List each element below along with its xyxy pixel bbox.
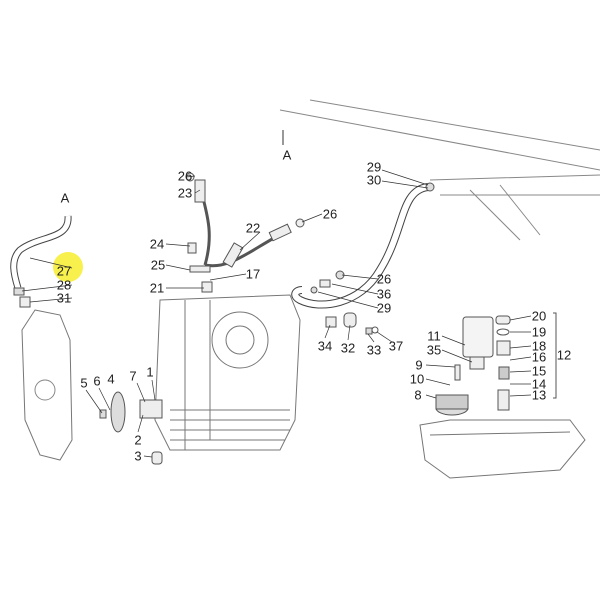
frame-tubes — [279, 99, 600, 241]
label-a-top: A — [282, 147, 292, 163]
sensor-wires — [185, 172, 305, 293]
part-label: 7 — [129, 368, 137, 384]
part-label: 9 — [415, 357, 423, 373]
part-label: 6 — [93, 373, 101, 389]
part-label: 15 — [531, 363, 547, 379]
label-a-left: A — [60, 190, 70, 206]
part-label: 5 — [80, 375, 88, 391]
part-label: 37 — [388, 338, 404, 354]
part-label: 31 — [56, 290, 72, 306]
part-label: 26 — [322, 206, 338, 222]
part-label: 10 — [409, 371, 425, 387]
part-label: 3 — [134, 448, 142, 464]
part-label: 22 — [245, 220, 261, 236]
hose-27 — [10, 215, 72, 308]
oil-pan — [419, 419, 586, 479]
part-label: 19 — [531, 324, 547, 340]
part-label: 28 — [56, 277, 72, 293]
part-label: 11 — [427, 328, 441, 344]
part-label: 17 — [245, 266, 261, 282]
oil-filter — [435, 316, 494, 416]
part-label: 36 — [376, 286, 392, 302]
part-label: 4 — [107, 371, 115, 387]
part-label: 32 — [340, 340, 356, 356]
part-label: 21 — [149, 280, 165, 296]
part-label-highlighted[interactable]: 27 — [56, 263, 72, 279]
part-label: 12 — [556, 347, 572, 363]
part-label: 16 — [531, 349, 547, 365]
timing-cover — [21, 309, 73, 461]
part-label: 35 — [426, 342, 442, 358]
part-label: 26 — [376, 271, 392, 287]
engine-block — [154, 294, 301, 451]
part-label: 29 — [376, 300, 392, 316]
part-label: 8 — [414, 387, 422, 403]
part-label: 13 — [531, 387, 547, 403]
part-label: 1 — [146, 364, 154, 380]
oil-hose — [291, 182, 435, 309]
part-label: 29 — [366, 159, 382, 175]
oil-pump — [99, 391, 163, 465]
leader-lines — [21, 169, 532, 458]
relief-valve — [495, 312, 557, 411]
part-label: 34 — [317, 338, 333, 354]
part-label: 20 — [531, 308, 547, 324]
part-label: 26 — [177, 168, 193, 184]
part-label: 14 — [531, 376, 547, 392]
part-label: 25 — [150, 257, 166, 273]
part-label: 18 — [531, 338, 547, 354]
part-label: 24 — [149, 236, 165, 252]
part-label: 33 — [366, 342, 382, 358]
part-label: 2 — [134, 432, 142, 448]
part-label: 30 — [366, 172, 382, 188]
part-label: 23 — [177, 185, 193, 201]
